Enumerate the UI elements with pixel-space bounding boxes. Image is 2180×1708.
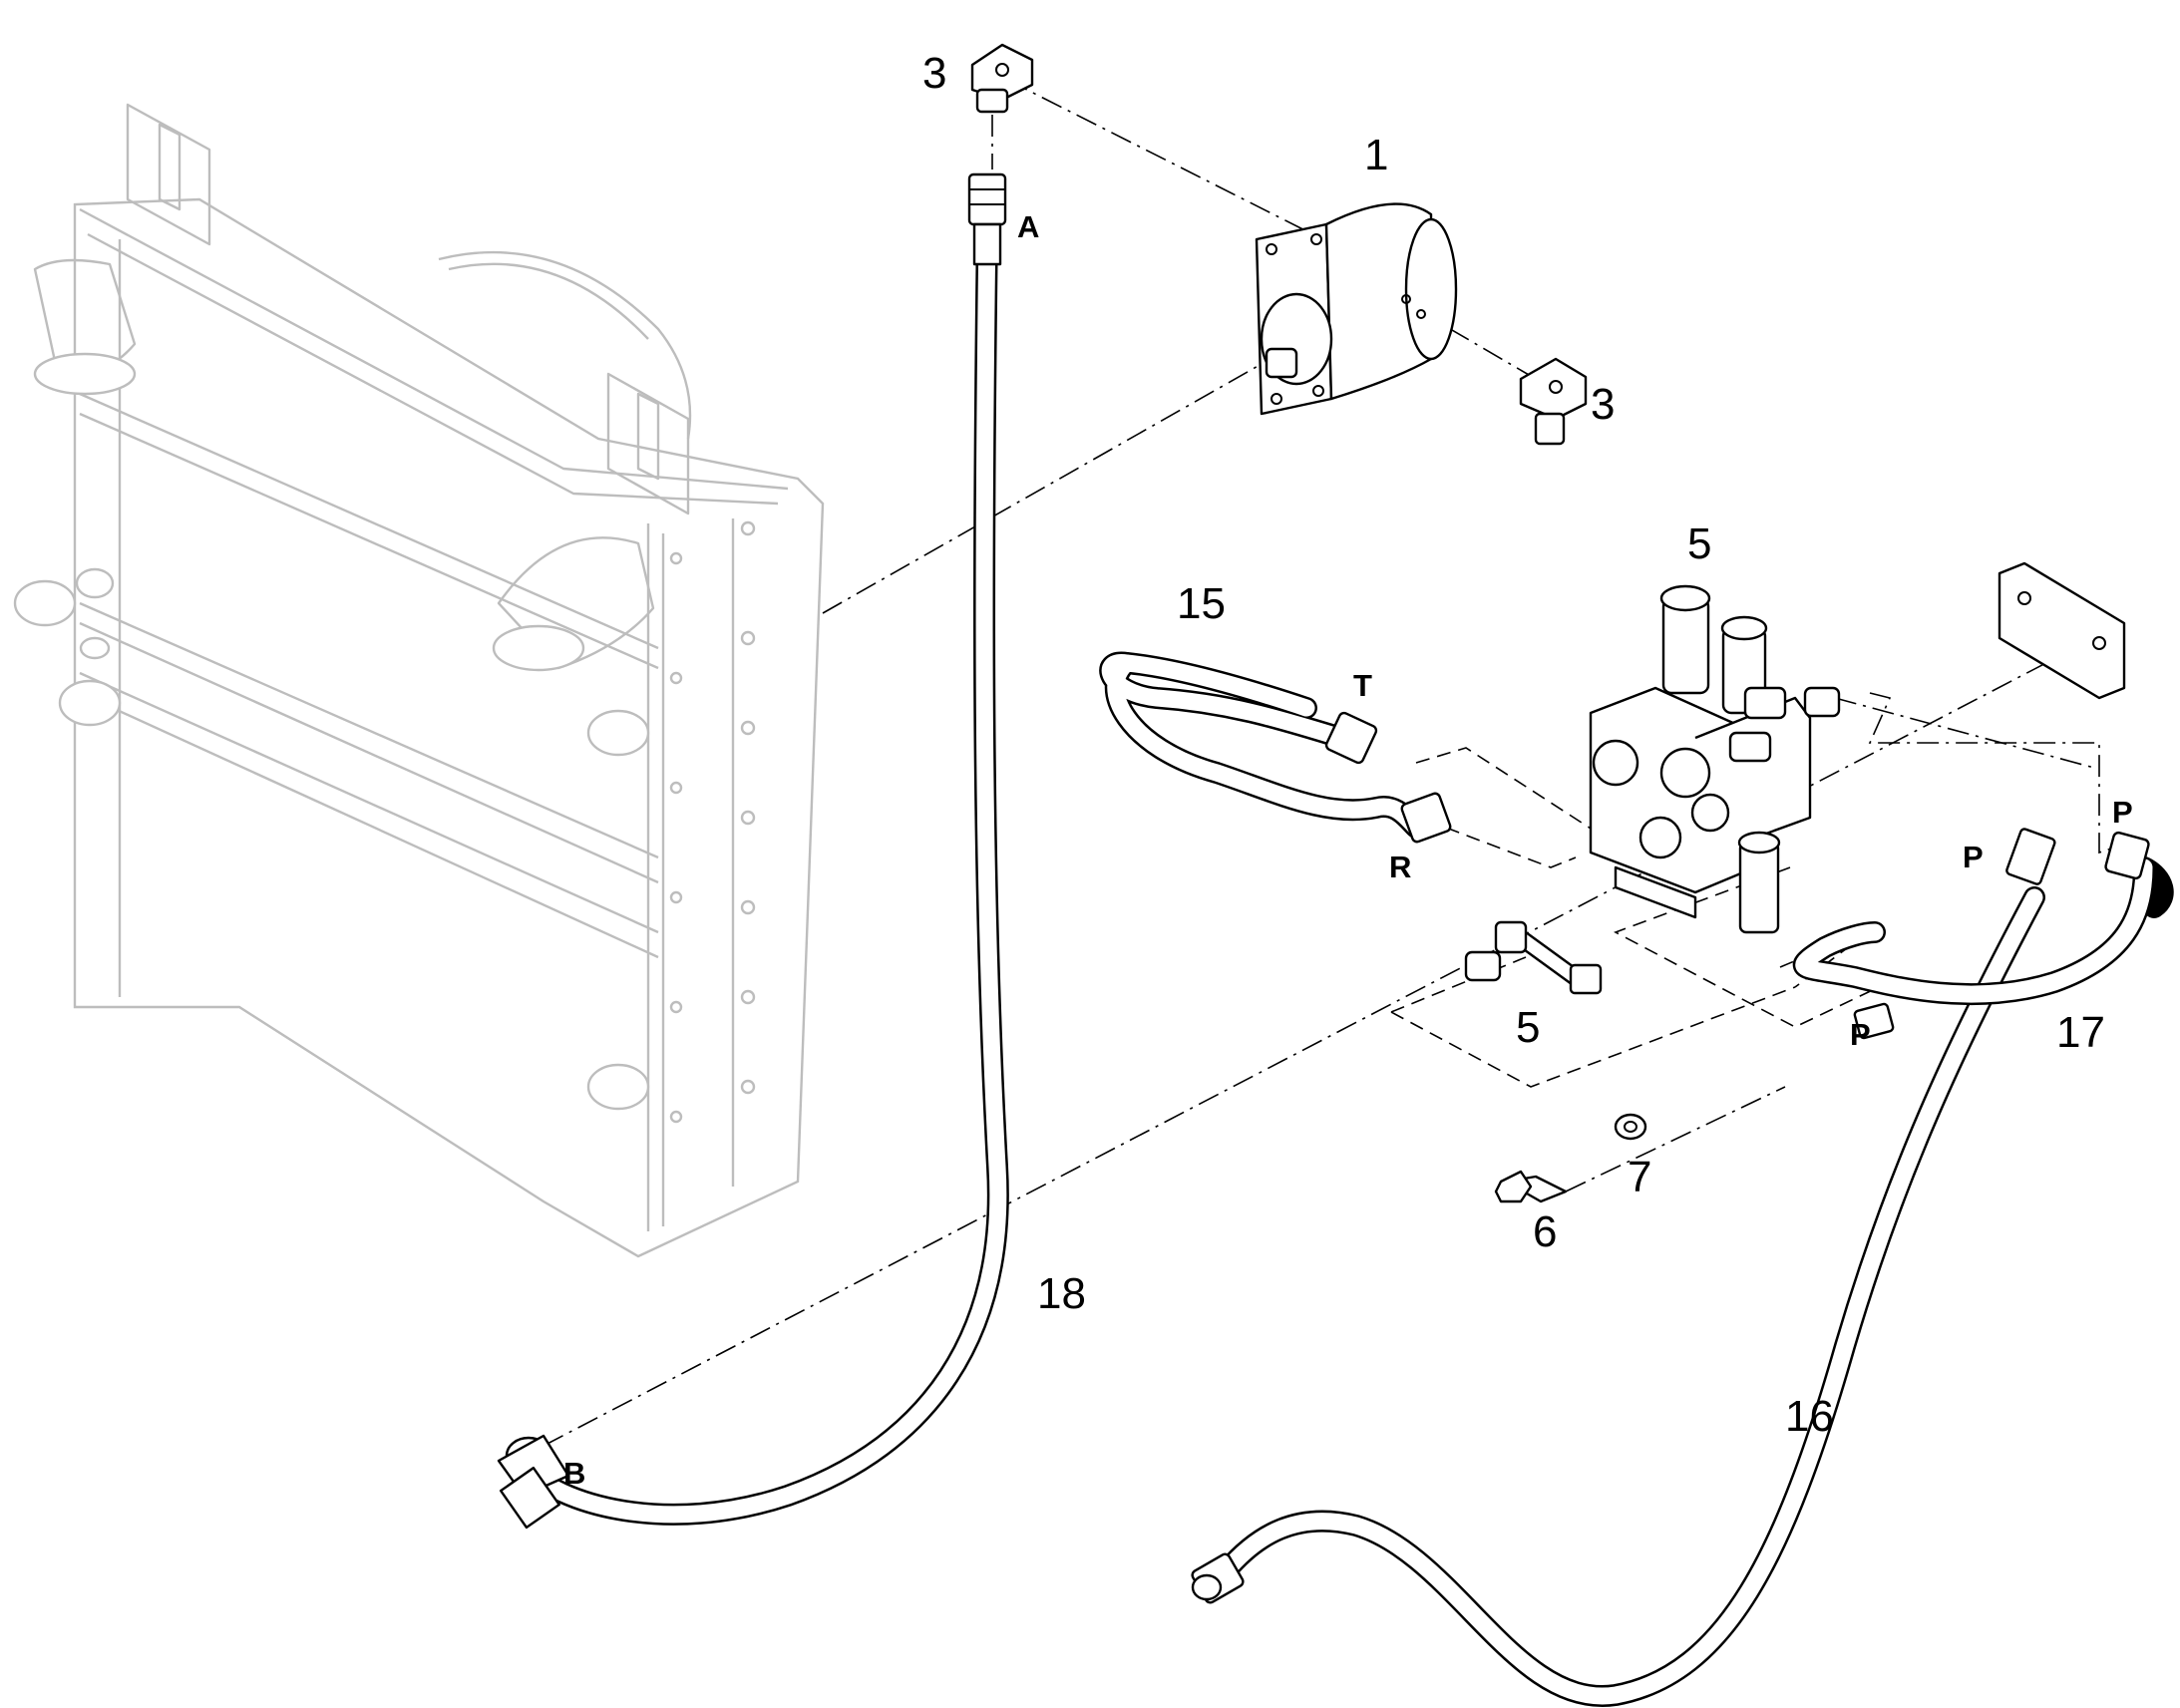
leader-valve-to-bracket <box>1834 697 2095 769</box>
leader-hoseB-to-bracket <box>543 642 2085 1447</box>
callout-17: 17 <box>2056 1008 2105 1057</box>
callout-numbers: 1 3 3 5 5 6 7 15 16 17 18 <box>922 49 2105 1441</box>
port-label-A: A <box>1017 209 1039 244</box>
leader-bolt-washer <box>1565 1086 1786 1193</box>
radiator-cooler-assembly <box>13 103 825 1258</box>
callout-5-check: 5 <box>1516 1003 1540 1052</box>
hydraulic-motor <box>1255 202 1458 416</box>
hose-17 <box>1792 831 2174 1040</box>
check-valve <box>1464 920 1603 995</box>
leader-motor-to-clamp3 <box>1415 308 1537 380</box>
washer <box>1614 1113 1647 1141</box>
leader-valve-to-P <box>1868 692 2115 854</box>
port-label-P-hose16: P <box>1963 840 1984 874</box>
port-label-R: R <box>1389 850 1411 884</box>
clamp-right <box>1519 357 1588 446</box>
callout-18: 18 <box>1037 1269 1086 1318</box>
hose-16 <box>1191 828 2056 1707</box>
mounting-plate <box>1998 561 2126 700</box>
callout-3-right: 3 <box>1591 380 1615 429</box>
callout-3-top: 3 <box>922 49 946 98</box>
hose-18 <box>497 172 1009 1530</box>
callout-6: 6 <box>1533 1207 1557 1256</box>
hose-15 <box>1099 651 1452 844</box>
port-labels: A B T R P P P <box>563 209 2133 1491</box>
port-label-P-hose17: P <box>2112 795 2133 830</box>
port-label-B: B <box>563 1456 585 1491</box>
callout-16: 16 <box>1785 1392 1834 1441</box>
callout-7: 7 <box>1628 1153 1651 1201</box>
callout-1: 1 <box>1364 131 1388 179</box>
clamp-top <box>970 43 1034 114</box>
bolt <box>1494 1170 1568 1203</box>
leader-motor-to-radiator <box>822 363 1263 614</box>
callout-5-valve: 5 <box>1687 519 1711 568</box>
valve-block <box>1589 584 1841 934</box>
callout-15: 15 <box>1177 579 1226 628</box>
port-label-P-lower: P <box>1850 1017 1871 1052</box>
port-label-T: T <box>1353 668 1372 703</box>
dashed-brackets <box>1390 747 1901 1088</box>
